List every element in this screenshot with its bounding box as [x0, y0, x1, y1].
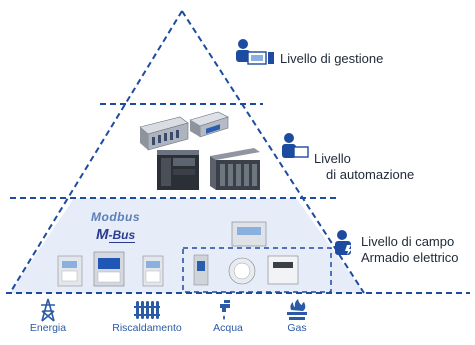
category-riscaldamento: Riscaldamento: [107, 298, 187, 334]
modbus-logo: Modbus: [91, 210, 140, 224]
category-energia: Energia: [8, 298, 88, 334]
level-automazione-label: Livello di automazione: [314, 151, 414, 183]
category-acqua-label: Acqua: [213, 322, 243, 334]
io-module-device: [189, 111, 229, 138]
level-campo-line1: Livello di campo: [361, 234, 455, 249]
gas-meter-device: [267, 255, 299, 285]
level-gestione: Livello di gestione: [234, 43, 383, 67]
category-riscaldamento-label: Riscaldamento: [112, 322, 182, 334]
mbus-logo-suffix: -Bus: [108, 228, 136, 243]
water-tap-icon: [220, 300, 230, 320]
meters-group-box: [182, 247, 332, 293]
radiator-icon: [134, 301, 160, 319]
power-analyzer-device: [93, 251, 125, 287]
mbus-logo: M-Bus: [96, 226, 136, 243]
energy-meter-device: [57, 255, 83, 287]
mbus-gateway-device: [231, 221, 267, 247]
water-meter-device: [193, 254, 209, 286]
level-automazione-line2: di automazione: [326, 167, 415, 182]
automation-operator-icon: [282, 133, 309, 158]
category-acqua: Acqua: [188, 298, 268, 334]
plc-rail-device: [139, 116, 189, 151]
category-gas: Gas: [257, 298, 337, 334]
gas-flame-icon: [287, 299, 307, 320]
field-technician-icon: [335, 230, 352, 255]
din-meter-device: [142, 255, 164, 287]
plc-controller-device: [157, 150, 199, 190]
level-gestione-label: Livello di gestione: [280, 51, 384, 66]
level-campo-line2: Armadio elettrico: [361, 250, 459, 265]
category-gas-label: Gas: [287, 322, 307, 334]
pyramid-left-edge: [9, 10, 183, 294]
level-automazione: Livello di automazione: [280, 133, 414, 183]
category-energia-label: Energia: [29, 322, 67, 334]
power-tower-icon: [41, 298, 55, 322]
pyramid-right-edge: [181, 10, 365, 294]
plc-rack-device: [210, 148, 260, 190]
level-automazione-line1: Livello: [314, 151, 351, 166]
level-campo: Livello di campo Armadio elettrico: [333, 230, 459, 266]
heat-meter-device: [228, 257, 256, 285]
mbus-logo-m: M: [96, 226, 109, 243]
level-campo-label: Livello di campo Armadio elettrico: [361, 234, 459, 266]
management-operator-icon: [236, 39, 274, 65]
